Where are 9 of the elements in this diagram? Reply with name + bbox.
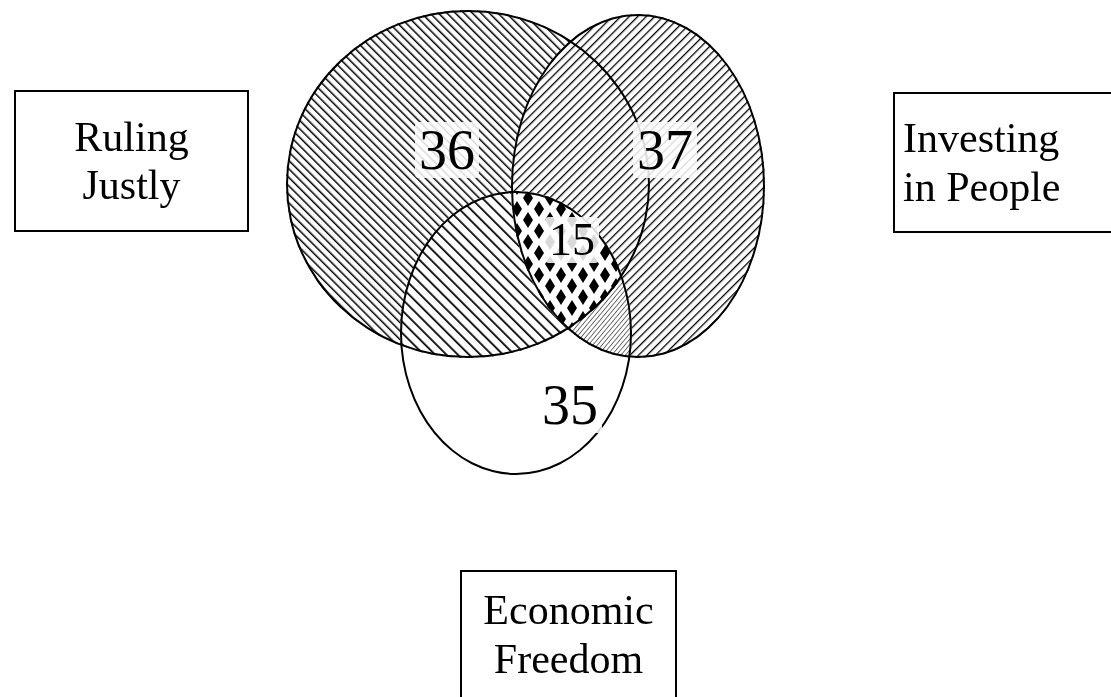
- label-box: [893, 92, 1111, 233]
- region-count: 15: [545, 217, 599, 263]
- set-label: Economic Freedom: [482, 586, 655, 683]
- set-label: Ruling Justly: [73, 112, 190, 210]
- label-box: [14, 90, 249, 232]
- set-label: Investing in People: [903, 114, 1062, 211]
- region-count: 36: [415, 122, 479, 178]
- region-count: 37: [633, 122, 697, 178]
- label-box: [460, 570, 677, 697]
